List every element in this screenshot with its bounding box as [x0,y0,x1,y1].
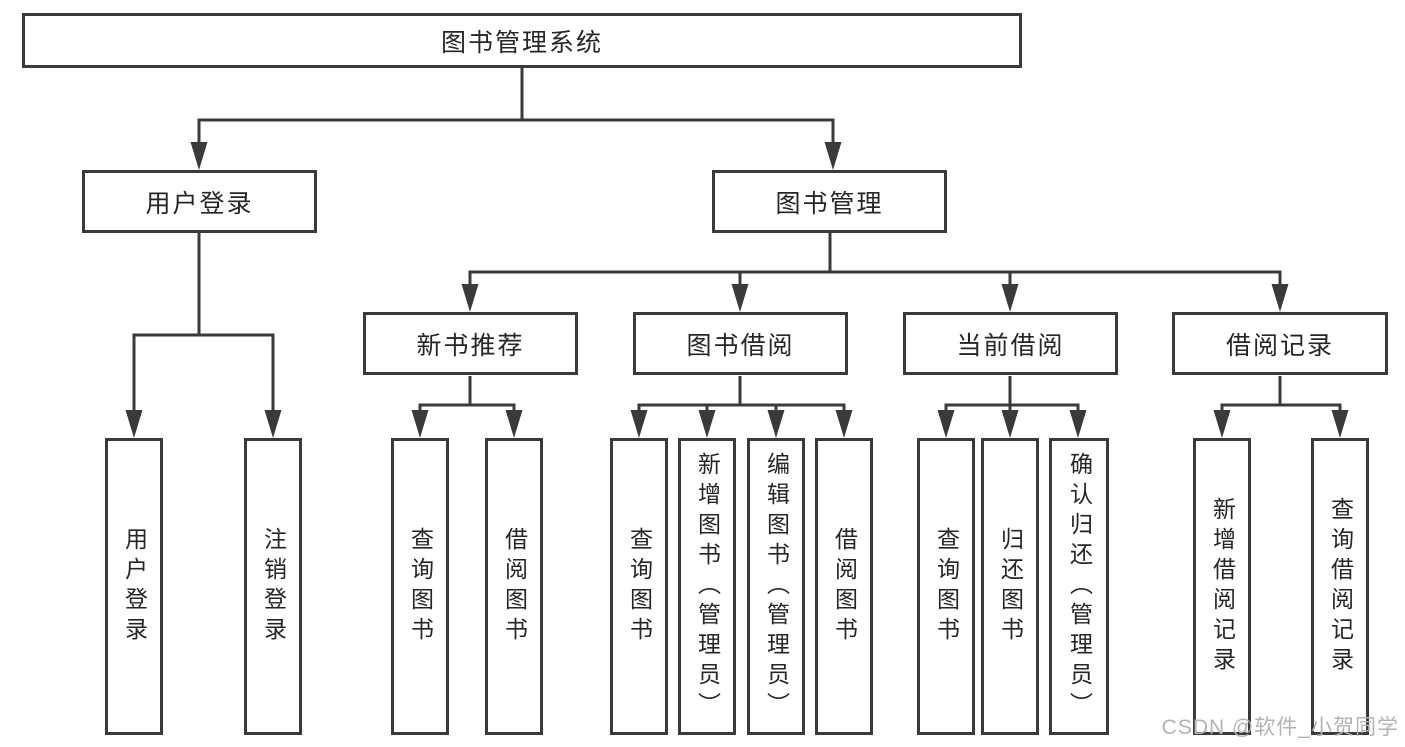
csdn-watermark: CSDN @软件_小贺同学 [1161,716,1399,739]
leaf-borrowing-query-books: 查询图书 [610,438,668,735]
leaf-recommend-query-books-label: 查询图书 [407,526,434,647]
leaf-logout: 注销登录 [244,438,302,735]
leaf-records-add-record-label: 新增借阅记录 [1209,496,1236,677]
leaf-user-login-label: 用户登录 [121,526,148,647]
leaf-current-confirm-return-admin: 确认归还（管理员） [1049,438,1109,735]
leaf-borrowing-query-books-label: 查询图书 [626,526,653,647]
leaf-recommend-borrow-books: 借阅图书 [485,438,543,735]
node-user-login: 用户登录 [82,170,317,233]
leaf-user-login: 用户登录 [105,438,163,735]
leaf-records-query-record-label: 查询借阅记录 [1327,496,1354,677]
tree-connector-segments [132,68,1342,414]
node-book-management-label: 图书管理 [775,189,884,218]
node-new-book-recommend: 新书推荐 [363,312,578,375]
node-book-management: 图书管理 [712,170,947,233]
node-root: 图书管理系统 [22,13,1022,68]
leaf-borrowing-edit-books-admin-label: 编辑图书（管理员） [763,451,790,722]
node-current-borrowing: 当前借阅 [903,312,1118,375]
leaf-logout-label: 注销登录 [260,526,287,647]
leaf-current-query-books-label: 查询图书 [933,526,960,647]
node-book-borrowing-label: 图书借阅 [686,331,795,360]
leaf-current-return-books-label: 归还图书 [997,526,1024,647]
leaf-recommend-borrow-books-label: 借阅图书 [501,526,528,647]
leaf-current-confirm-return-admin-label: 确认归还（管理员） [1066,451,1093,722]
node-book-borrowing: 图书借阅 [633,312,848,375]
node-user-login-label: 用户登录 [145,189,254,218]
leaf-borrowing-borrow-books-label: 借阅图书 [831,526,858,647]
leaf-current-query-books: 查询图书 [917,438,975,735]
node-borrow-records-label: 借阅记录 [1225,331,1334,360]
node-current-borrowing-label: 当前借阅 [956,331,1065,360]
leaf-borrowing-borrow-books: 借阅图书 [815,438,873,735]
node-new-book-recommend-label: 新书推荐 [416,331,525,360]
leaf-records-query-record: 查询借阅记录 [1311,438,1369,735]
leaf-borrowing-add-books-admin: 新增图书（管理员） [678,438,736,735]
node-root-label: 图书管理系统 [440,28,603,57]
arrowheads [125,142,1349,438]
leaf-records-add-record: 新增借阅记录 [1193,438,1251,735]
node-borrow-records: 借阅记录 [1172,312,1388,375]
leaf-borrowing-edit-books-admin: 编辑图书（管理员） [747,438,805,735]
leaf-current-return-books: 归还图书 [981,438,1039,735]
leaf-borrowing-add-books-admin-label: 新增图书（管理员） [694,451,721,722]
leaf-recommend-query-books: 查询图书 [391,438,449,735]
